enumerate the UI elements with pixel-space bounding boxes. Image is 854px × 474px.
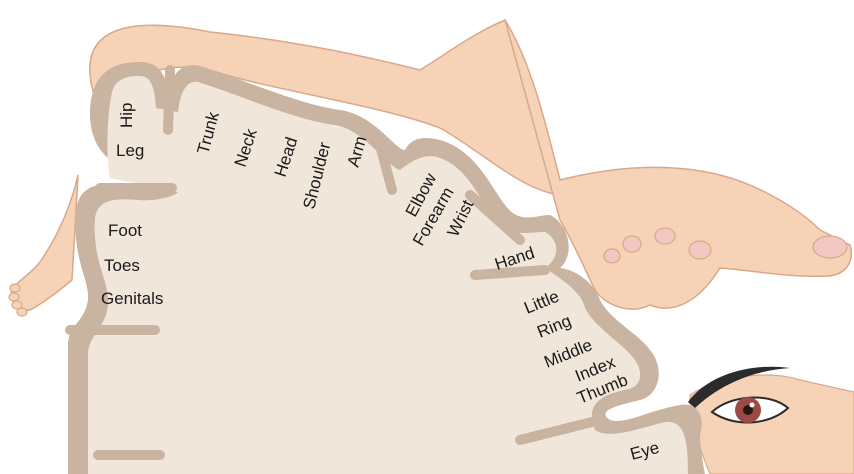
label-foot: Foot bbox=[108, 221, 142, 240]
lower-leg bbox=[11, 175, 78, 310]
label-hip: Hip bbox=[117, 102, 136, 128]
label-leg: Leg bbox=[116, 141, 144, 160]
label-genitals: Genitals bbox=[101, 289, 163, 308]
label-toes: Toes bbox=[104, 256, 140, 275]
